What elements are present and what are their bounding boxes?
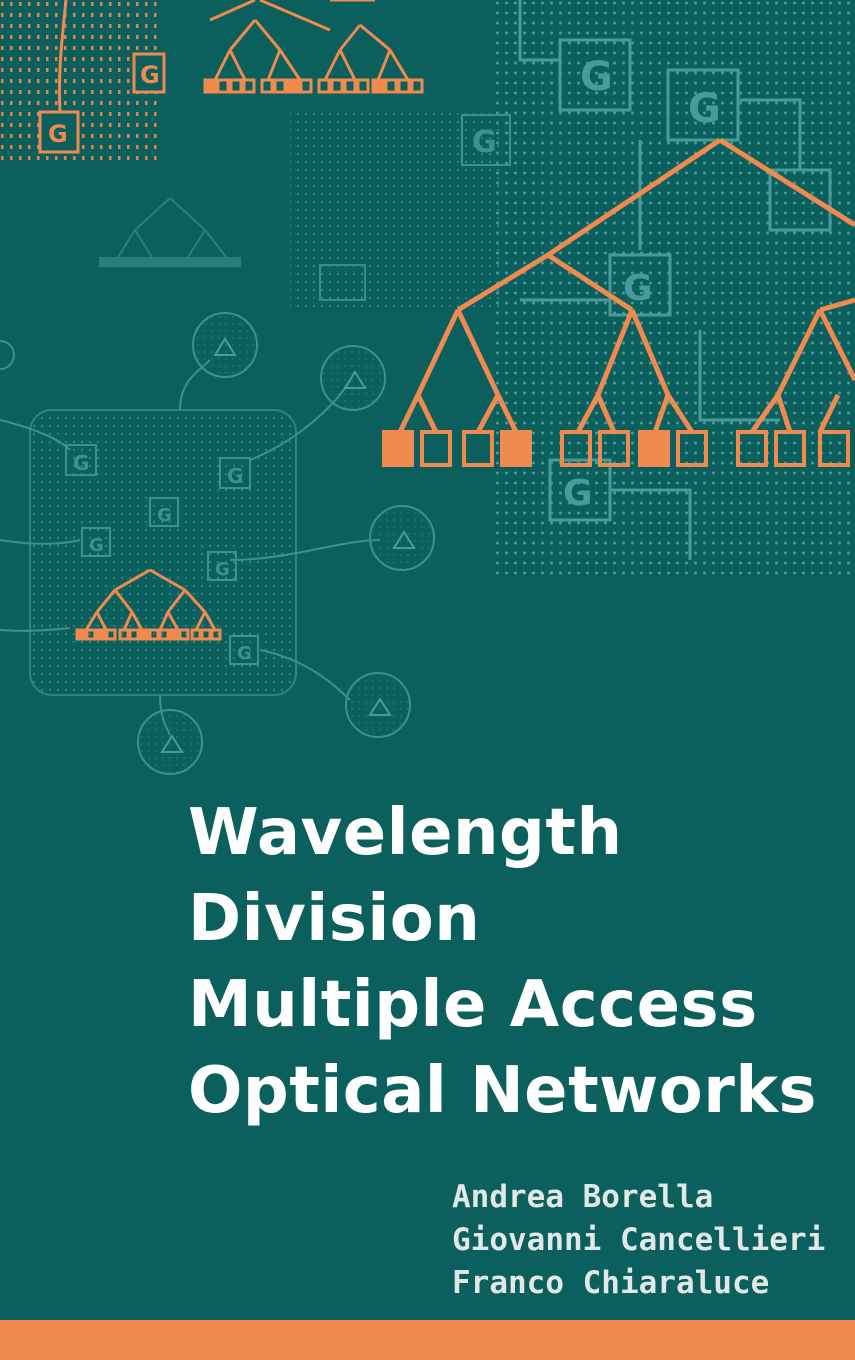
orange-tree-large <box>382 137 855 467</box>
node-letter-g: G <box>48 120 68 148</box>
node-letter-g: G <box>563 473 593 514</box>
author-name: Andrea Borella <box>452 1179 714 1215</box>
node-letter-g: G <box>215 559 230 580</box>
title-line: Optical Networks <box>188 1054 817 1128</box>
node-letter-g: G <box>157 505 172 526</box>
orange-dot-block <box>0 0 166 160</box>
node-letter-g: G <box>580 54 613 100</box>
node-letter-g: G <box>237 643 252 664</box>
title-line: Division <box>188 882 481 956</box>
title-line: Multiple Access <box>188 968 758 1042</box>
author-name: Giovanni Cancellieri <box>452 1222 826 1258</box>
circuit-pattern-top-right: G G G G G <box>290 0 855 580</box>
book-title: Wavelength Division Multiple Access Opti… <box>188 790 817 1134</box>
network-panel: G G G G G G <box>0 312 435 775</box>
faint-tree <box>99 197 241 267</box>
orange-tree-small-panel <box>75 568 222 641</box>
node-letter-g: G <box>472 125 497 160</box>
node-letter-g: G <box>227 464 243 488</box>
node-letter-g: G <box>73 451 89 475</box>
bottom-accent-band <box>0 1320 855 1360</box>
author-list: Andrea Borella Giovanni Cancellieri Fran… <box>452 1176 825 1305</box>
node-letter-g: G <box>688 86 721 132</box>
orange-tree-small-top <box>203 0 424 94</box>
node-letter-g: G <box>89 535 104 556</box>
node-letter-g: G <box>140 61 160 89</box>
title-line: Wavelength <box>188 796 623 870</box>
author-name: Franco Chiaraluce <box>452 1265 770 1301</box>
node-letter-g: G <box>623 268 653 309</box>
